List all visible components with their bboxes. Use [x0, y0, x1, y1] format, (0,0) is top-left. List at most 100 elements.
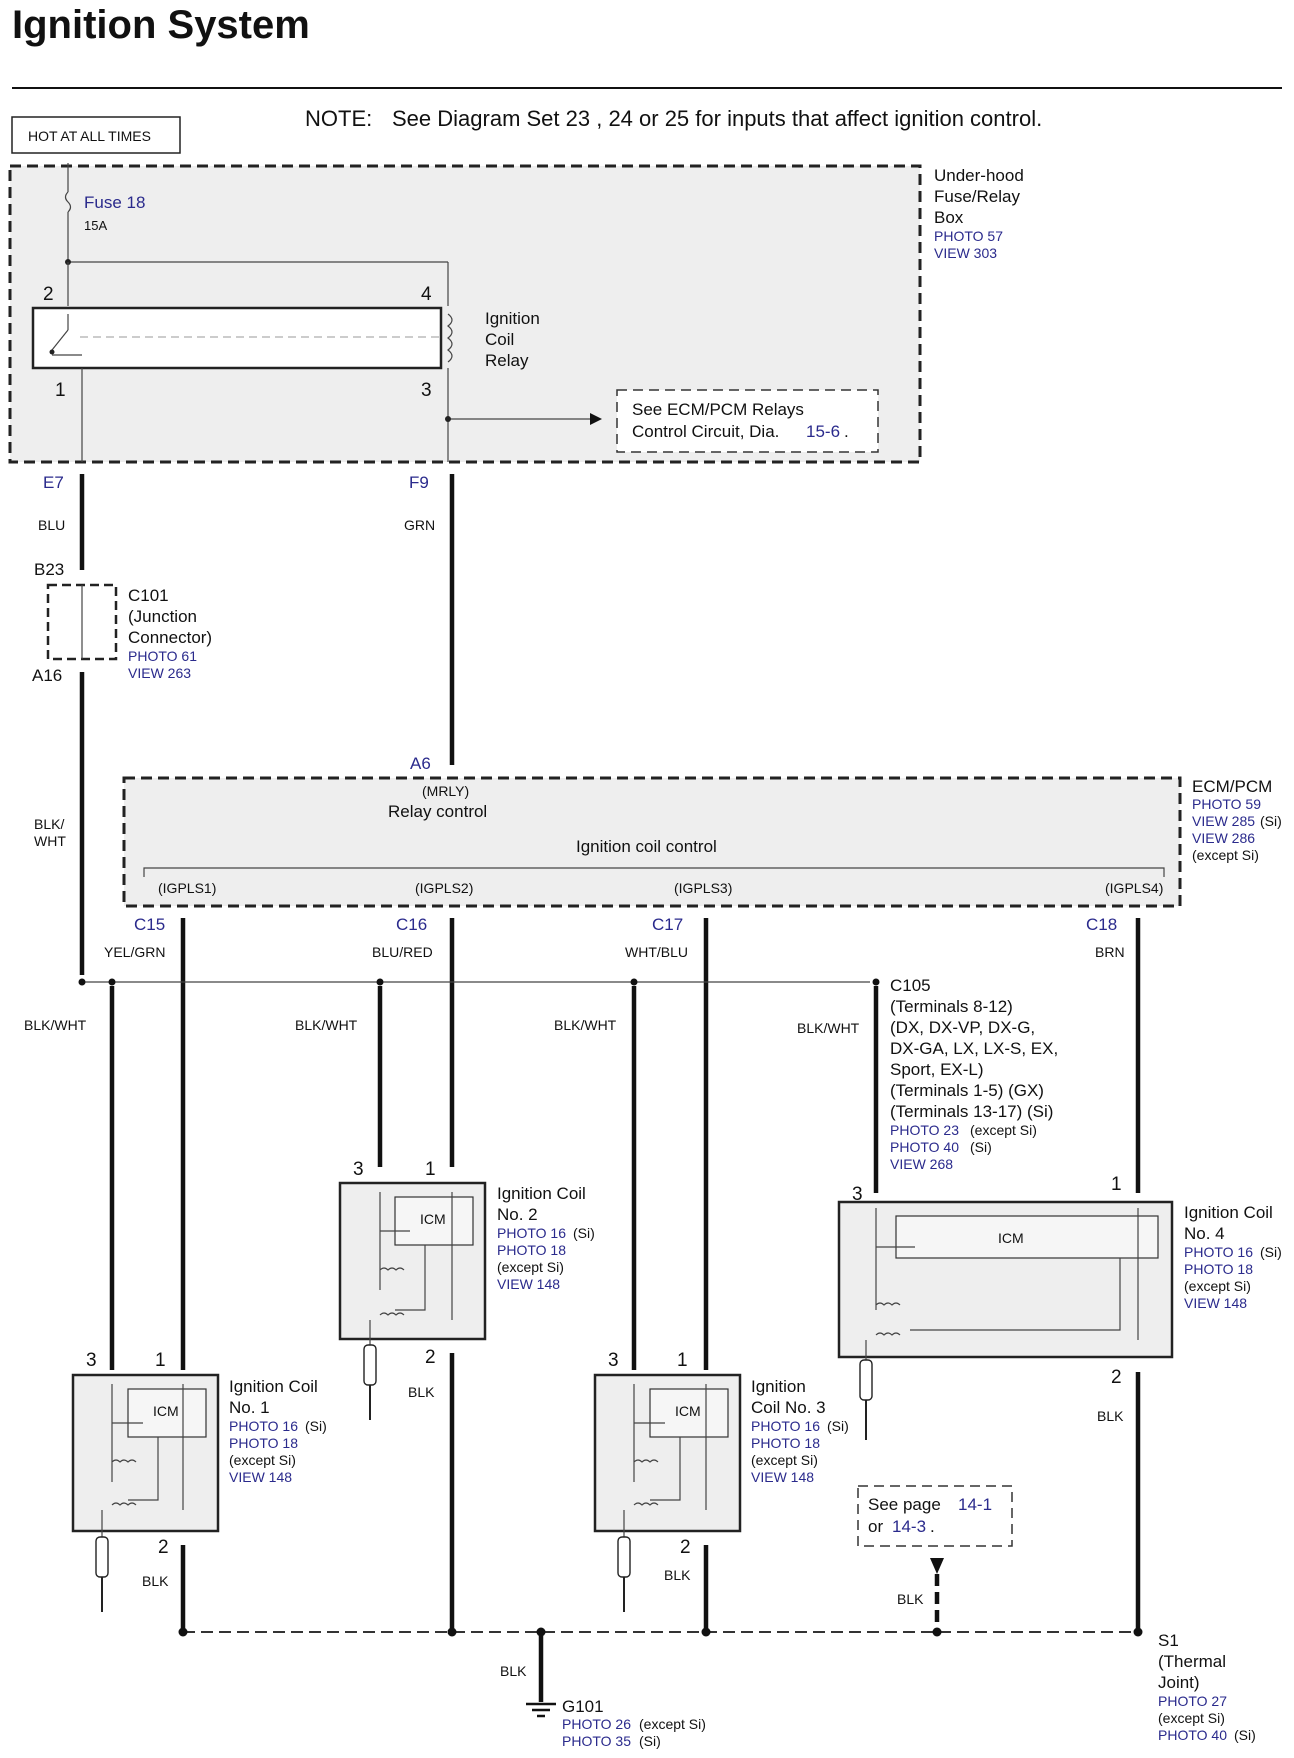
g101-photo2-note: (Si) [639, 1733, 661, 1749]
c105-l1: C105 [890, 976, 931, 995]
coil1-l1: Ignition Coil [229, 1377, 318, 1396]
coil2-internal [369, 1192, 453, 1345]
c105-l4: DX-GA, LX, LX-S, EX, [890, 1039, 1058, 1058]
coil2-icm-label: ICM [420, 1211, 446, 1227]
coil4-icm-label: ICM [998, 1230, 1024, 1246]
coil3-photo16-note: (Si) [827, 1418, 849, 1434]
ecm-ref-link[interactable]: 15-6 [806, 422, 840, 441]
ecm-ref-dot: . [844, 422, 849, 441]
c105-photo1: PHOTO 23 [890, 1122, 959, 1138]
s1-photo1-note: (except Si) [1158, 1710, 1225, 1726]
coil3-l1: Ignition [751, 1377, 806, 1396]
wire-label-blkwht-c2: BLK/WHT [295, 1017, 358, 1033]
coil1-icm [127, 1388, 207, 1438]
fuse-box-photo: PHOTO 57 [934, 228, 1003, 244]
g101-photo1-note: (except Si) [639, 1716, 706, 1732]
coil1-l2: No. 1 [229, 1398, 270, 1417]
g101-name: G101 [562, 1697, 604, 1716]
coil3-icm-label: ICM [675, 1403, 701, 1419]
wire-label-blkwht-c1: BLK/WHT [24, 1017, 87, 1033]
fuse-name: Fuse 18 [84, 193, 145, 212]
terminal-e7: E7 [43, 473, 64, 492]
wire-label-blk-ground: BLK [500, 1663, 527, 1679]
coil1-pin-3: 3 [86, 1350, 97, 1371]
coil4-pin-2: 2 [1111, 1367, 1122, 1388]
coil2-icm [394, 1196, 474, 1246]
s1-l3: Joint) [1158, 1673, 1200, 1692]
coil1-pin-1: 1 [155, 1350, 166, 1371]
coil3-pin-1: 1 [677, 1350, 688, 1371]
fuse-box-view: VIEW 303 [934, 245, 997, 261]
splice-dot [630, 978, 638, 986]
arrow-icon [930, 1558, 944, 1574]
c101-view: VIEW 263 [128, 665, 191, 681]
c105-l6: (Terminals 1-5) (GX) [890, 1081, 1044, 1100]
fuse-symbol [64, 191, 72, 213]
s1-l1: S1 [1158, 1631, 1179, 1650]
coil4-internal [865, 1208, 1139, 1360]
fuse-box-l3: Box [934, 208, 964, 227]
g101-photo1: PHOTO 26 [562, 1716, 631, 1732]
s1-photo2-note: (Si) [1234, 1727, 1256, 1743]
coil2-view: VIEW 148 [497, 1276, 560, 1292]
splice-dot [872, 978, 880, 986]
coil4-pin-3: 3 [852, 1184, 863, 1205]
coil3-photo18: PHOTO 18 [751, 1435, 820, 1451]
relay-label-l1: Ignition [485, 309, 540, 328]
page-ref-dot: . [930, 1517, 935, 1536]
c101-l2: (Junction [128, 607, 197, 626]
c105-l7: (Terminals 13-17) (Si) [890, 1102, 1053, 1121]
relay-pin-3: 3 [421, 380, 432, 401]
coil1-pin-2: 2 [158, 1537, 169, 1558]
c101-photo: PHOTO 61 [128, 648, 197, 664]
wire-label-yelgrn: YEL/GRN [104, 944, 165, 960]
fuse-box-l2: Fuse/Relay [934, 187, 1020, 206]
coil1-internal [101, 1384, 184, 1537]
terminal-c17: C17 [652, 915, 683, 934]
ecm-ref-line2: Control Circuit, Dia. [632, 422, 779, 441]
ecm-mrly: (MRLY) [422, 783, 469, 799]
coil2-photo16-note: (Si) [573, 1225, 595, 1241]
s1-photo1: PHOTO 27 [1158, 1693, 1227, 1709]
splice-dot [376, 978, 384, 986]
ecm-view1-si: (Si) [1260, 813, 1282, 829]
ecm-relay-ref-box [616, 389, 879, 453]
coil2-pin-2: 2 [425, 1347, 436, 1368]
spark-plug-icon [617, 1536, 631, 1578]
ecm-igpls1: (IGPLS1) [158, 880, 216, 896]
terminal-c15: C15 [134, 915, 165, 934]
wire-label-blkwht-c4: BLK/WHT [797, 1020, 860, 1036]
coil4-photo18-note: (except Si) [1184, 1278, 1251, 1294]
ecm-igpls4: (IGPLS4) [1105, 880, 1163, 896]
arrow-icon [590, 413, 602, 425]
coil1-photo16-note: (Si) [305, 1418, 327, 1434]
coil4-l2: No. 4 [1184, 1224, 1225, 1243]
fuse-rating: 15A [84, 218, 107, 233]
coil3-photo18-note: (except Si) [751, 1452, 818, 1468]
ecm-coil-control: Ignition coil control [576, 837, 717, 856]
terminal-c18: C18 [1086, 915, 1117, 934]
coil1-photo18: PHOTO 18 [229, 1435, 298, 1451]
page-ref-link1[interactable]: 14-1 [958, 1495, 992, 1514]
hot-label: HOT AT ALL TIMES [28, 128, 151, 144]
c101-l3: Connector) [128, 628, 212, 647]
wire-label-blkwht-2: WHT [34, 833, 66, 849]
c105-l2: (Terminals 8-12) [890, 997, 1013, 1016]
fuse-box-l1: Under-hood [934, 166, 1024, 185]
ecm-relay-control: Relay control [388, 802, 487, 821]
ground-icon [526, 1702, 556, 1718]
page-title: Ignition System [12, 3, 310, 47]
coil2-photo18-note: (except Si) [497, 1259, 564, 1275]
s1-l2: (Thermal [1158, 1652, 1226, 1671]
note-text: See Diagram Set 23 , 24 or 25 for inputs… [392, 106, 1042, 131]
coil1-icm-label: ICM [153, 1403, 179, 1419]
coil3-pin-2: 2 [680, 1537, 691, 1558]
c105-photo2: PHOTO 40 [890, 1139, 959, 1155]
wire-label-blkwht-c3: BLK/WHT [554, 1017, 617, 1033]
wire-label-blk-c4: BLK [1097, 1408, 1124, 1424]
page-ref-link2[interactable]: 14-3 [892, 1517, 926, 1536]
coil3-photo16: PHOTO 16 [751, 1418, 820, 1434]
ecm-pcm-box [122, 776, 1182, 908]
c105-view: VIEW 268 [890, 1156, 953, 1172]
